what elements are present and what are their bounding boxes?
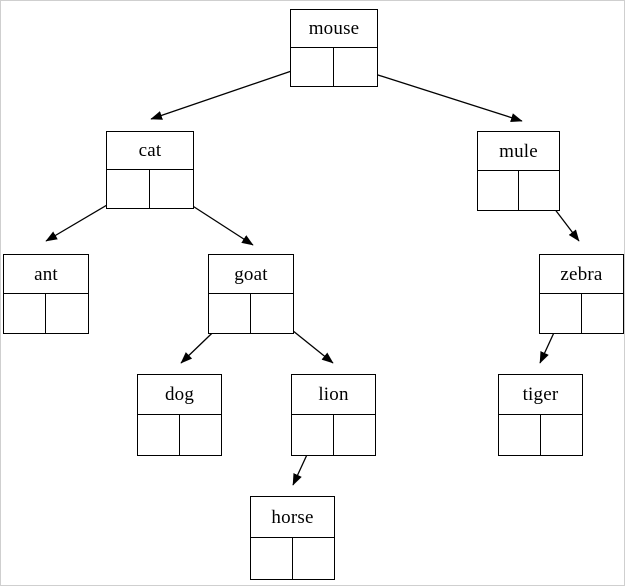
left-pointer-cell-zebra[interactable] bbox=[540, 294, 582, 333]
right-pointer-cell-goat[interactable] bbox=[251, 294, 293, 333]
right-pointer-cell-cat[interactable] bbox=[150, 170, 193, 208]
node-pointers-dog bbox=[138, 415, 221, 455]
node-pointers-goat bbox=[209, 294, 293, 333]
left-pointer-cell-tiger[interactable] bbox=[499, 415, 541, 455]
left-pointer-cell-mule[interactable] bbox=[478, 171, 519, 210]
node-pointers-horse bbox=[251, 538, 334, 579]
node-pointers-mule bbox=[478, 171, 559, 210]
tree-node-mouse[interactable]: mouse bbox=[290, 9, 378, 87]
tree-node-lion[interactable]: lion bbox=[291, 374, 376, 456]
node-pointers-mouse bbox=[291, 48, 377, 86]
left-pointer-cell-ant[interactable] bbox=[4, 294, 46, 333]
node-label-mule: mule bbox=[478, 132, 559, 171]
node-label-horse: horse bbox=[251, 497, 334, 538]
node-label-goat: goat bbox=[209, 255, 293, 294]
left-pointer-cell-dog[interactable] bbox=[138, 415, 180, 455]
node-pointers-cat bbox=[107, 170, 193, 208]
tree-node-cat[interactable]: cat bbox=[106, 131, 194, 209]
tree-node-ant[interactable]: ant bbox=[3, 254, 89, 334]
right-pointer-cell-horse[interactable] bbox=[293, 538, 335, 579]
node-label-tiger: tiger bbox=[499, 375, 582, 415]
left-pointer-cell-goat[interactable] bbox=[209, 294, 251, 333]
left-pointer-cell-horse[interactable] bbox=[251, 538, 293, 579]
left-pointer-cell-lion[interactable] bbox=[292, 415, 334, 455]
tree-node-zebra[interactable]: zebra bbox=[539, 254, 624, 334]
right-pointer-cell-mouse[interactable] bbox=[334, 48, 377, 86]
node-pointers-lion bbox=[292, 415, 375, 455]
node-pointers-tiger bbox=[499, 415, 582, 455]
right-pointer-cell-dog[interactable] bbox=[180, 415, 222, 455]
node-label-ant: ant bbox=[4, 255, 88, 294]
node-label-cat: cat bbox=[107, 132, 193, 170]
node-label-mouse: mouse bbox=[291, 10, 377, 48]
pointer-arrow-mouse-cat bbox=[150, 63, 313, 120]
tree-node-dog[interactable]: dog bbox=[137, 374, 222, 456]
right-pointer-cell-lion[interactable] bbox=[334, 415, 376, 455]
right-pointer-cell-zebra[interactable] bbox=[582, 294, 624, 333]
tree-node-tiger[interactable]: tiger bbox=[498, 374, 583, 456]
left-pointer-cell-mouse[interactable] bbox=[291, 48, 334, 86]
node-label-dog: dog bbox=[138, 375, 221, 415]
left-pointer-cell-cat[interactable] bbox=[107, 170, 150, 208]
right-pointer-cell-ant[interactable] bbox=[46, 294, 88, 333]
node-label-zebra: zebra bbox=[540, 255, 623, 294]
node-pointers-ant bbox=[4, 294, 88, 333]
right-pointer-cell-mule[interactable] bbox=[519, 171, 560, 210]
tree-node-horse[interactable]: horse bbox=[250, 496, 335, 580]
node-label-lion: lion bbox=[292, 375, 375, 415]
right-pointer-cell-tiger[interactable] bbox=[541, 415, 583, 455]
tree-node-mule[interactable]: mule bbox=[477, 131, 560, 211]
tree-node-goat[interactable]: goat bbox=[208, 254, 294, 334]
node-pointers-zebra bbox=[540, 294, 623, 333]
pointer-arrow-mouse-mule bbox=[352, 66, 523, 122]
